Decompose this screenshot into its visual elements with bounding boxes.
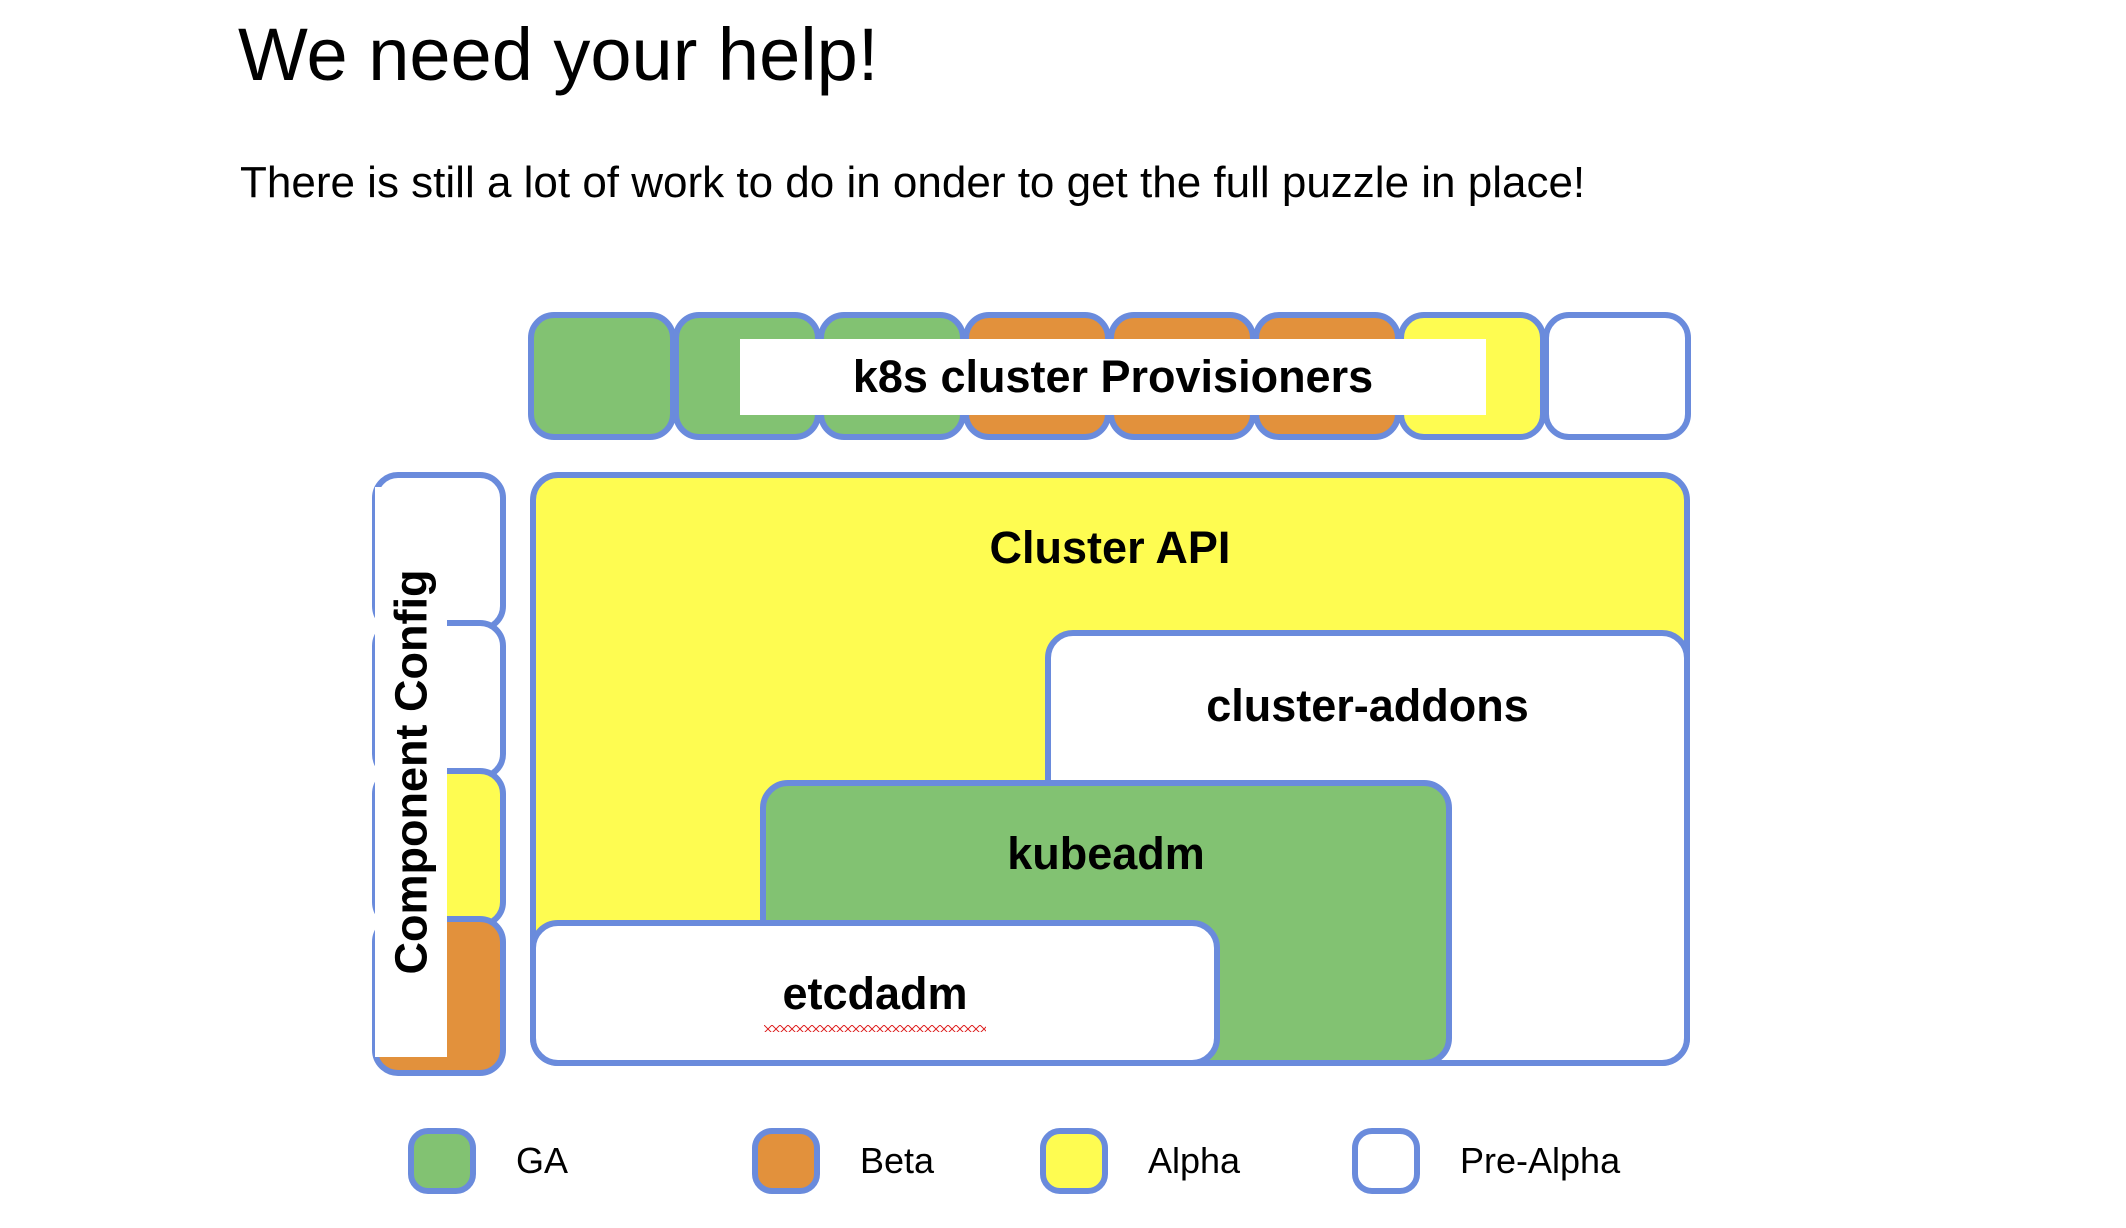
page-title: We need your help! [238, 13, 879, 96]
legend-item-pre-alpha: Pre-Alpha [1352, 1128, 1620, 1194]
node-etcdadm-label-text: etcdadm [764, 968, 986, 1032]
page-subtitle: There is still a lot of work to do in on… [240, 158, 1586, 207]
legend-label-ga: GA [516, 1140, 569, 1181]
legend-swatch-beta [752, 1128, 820, 1194]
provisioner-row-label: k8s cluster Provisioners [740, 339, 1486, 415]
legend-item-ga: GA [408, 1128, 568, 1194]
component-config-label-text: Component Config [385, 569, 437, 975]
node-etcdadm[interactable]: etcdadm [530, 920, 1220, 1066]
component-config-label: Component Config [375, 487, 447, 1057]
node-etcdadm-label: etcdadm [536, 968, 1214, 1032]
legend-swatch-ga [408, 1128, 476, 1194]
node-cluster-api-label: Cluster API [989, 522, 1231, 573]
legend-label-pre-alpha: Pre-Alpha [1460, 1140, 1621, 1181]
legend-item-beta: Beta [752, 1128, 934, 1194]
legend-label-alpha: Alpha [1148, 1140, 1241, 1181]
legend-swatch-alpha [1040, 1128, 1108, 1194]
node-kubeadm-label: kubeadm [1007, 828, 1205, 879]
legend-label-beta: Beta [860, 1140, 935, 1181]
legend-item-alpha: Alpha [1040, 1128, 1240, 1194]
provisioner-box-8[interactable] [1543, 312, 1691, 440]
legend-swatch-pre-alpha [1352, 1128, 1420, 1194]
node-cluster-addons-label: cluster-addons [1206, 680, 1529, 731]
provisioner-box-1[interactable] [528, 312, 676, 440]
